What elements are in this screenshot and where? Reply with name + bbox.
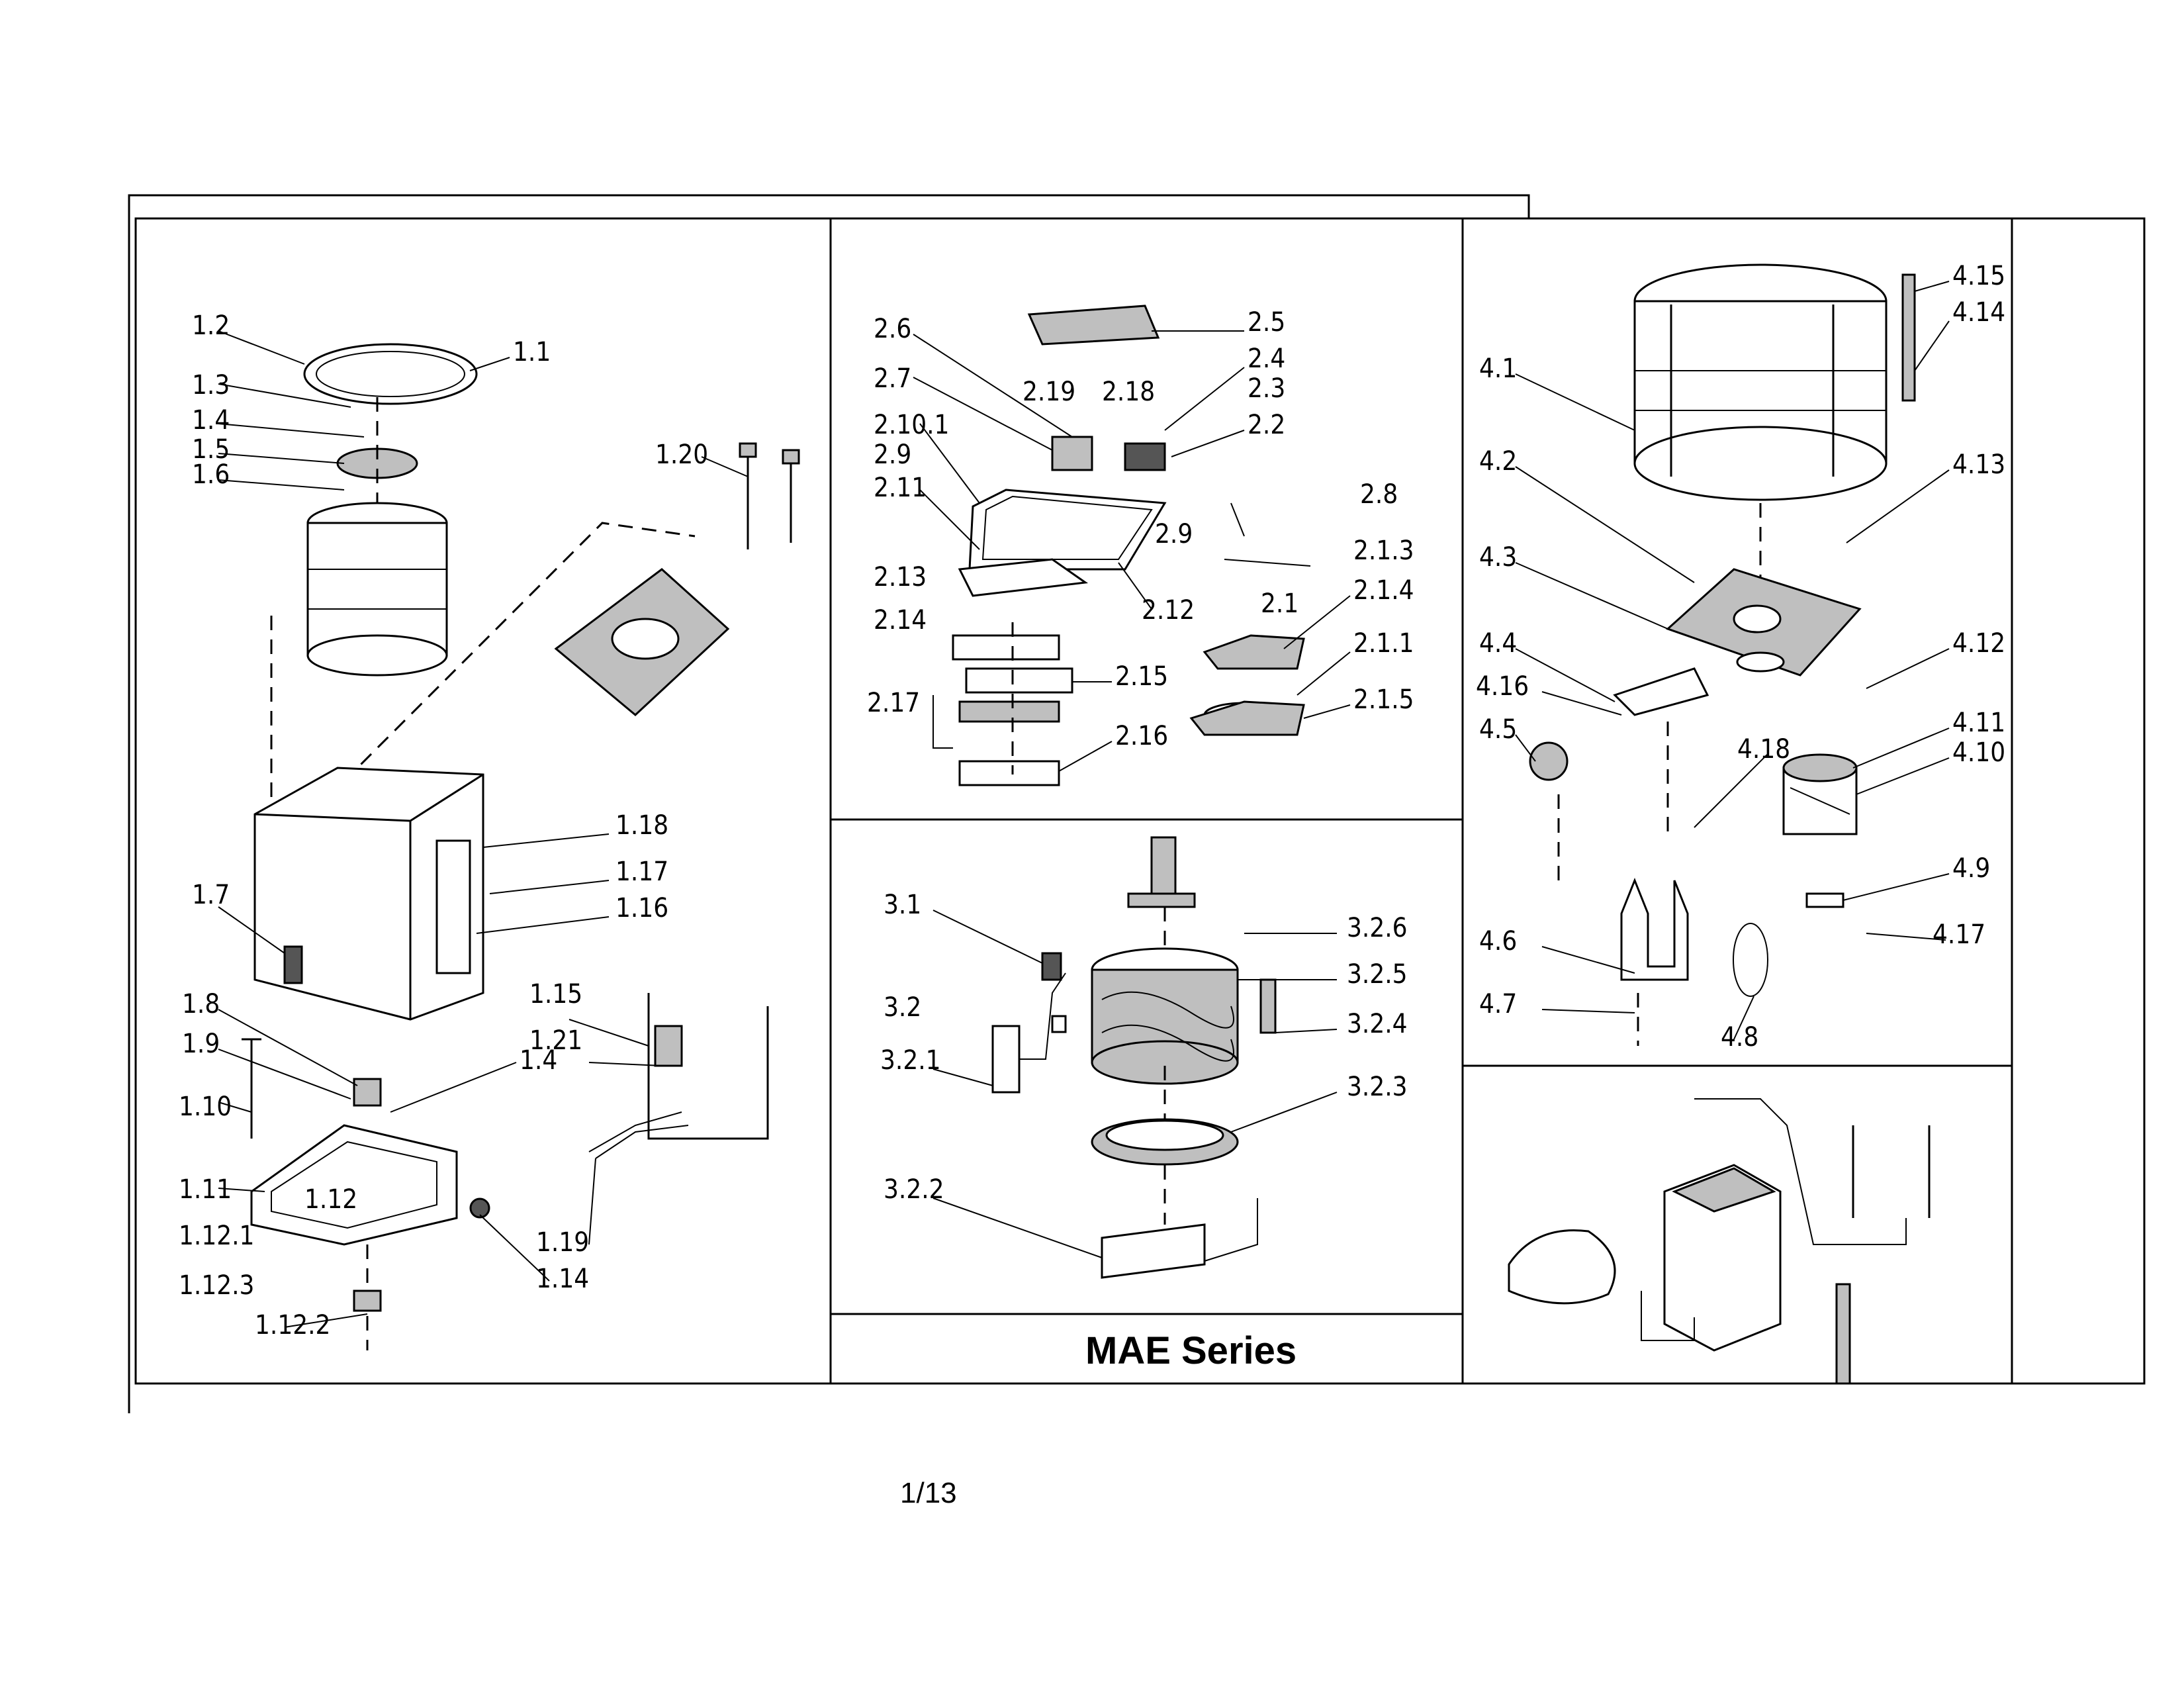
part-label: 1.1 (513, 337, 551, 367)
part-label: 2.10.1 (874, 410, 949, 440)
part-label: 3.2.6 (1347, 913, 1408, 943)
part-label: 1.19 (536, 1227, 589, 1258)
part-label: 3.2.5 (1347, 959, 1408, 990)
tub-basket-panel (991, 836, 1277, 1279)
part-label: 1.4 (192, 405, 230, 436)
part-label: 2.1 (1261, 588, 1298, 619)
part-label: 1.12 (304, 1184, 357, 1215)
part-labels: 1.2 1.1 1.3 1.4 1.5 1.6 1.20 1.18 1.17 1… (179, 261, 2005, 1340)
part-label: 4.12 (1952, 628, 2005, 659)
part-label: 4.11 (1952, 708, 2005, 738)
drive-belt (1733, 923, 1768, 997)
part-label: 2.1.3 (1353, 536, 1414, 566)
part-label: 4.2 (1479, 446, 1517, 477)
part-label: 2.11 (874, 473, 927, 503)
part-label: 2.5 (1248, 307, 1285, 338)
part-label: 4.4 (1479, 628, 1517, 659)
part-label: 4.9 (1952, 853, 1990, 884)
part-label: 1.21 (529, 1025, 582, 1056)
diagram-frame (128, 194, 2146, 1413)
control-panel (933, 305, 1311, 786)
part-label: 1.12.2 (255, 1310, 330, 1340)
inner-tub (306, 502, 448, 677)
part-label: 2.6 (874, 314, 911, 344)
top-console (554, 568, 730, 716)
part-label: 2.15 (1115, 661, 1168, 692)
part-label: 4.1 (1479, 353, 1517, 384)
part-label: 1.18 (615, 810, 668, 841)
part-label: 2.7 (874, 363, 911, 394)
page-number: 1/13 (900, 1477, 957, 1509)
gearbox-plate (1666, 568, 1862, 677)
part-label: 2.4 (1248, 344, 1285, 374)
accessories-panel (1508, 1098, 1931, 1385)
leader-lines (218, 281, 1950, 1328)
part-label: 1.17 (615, 857, 668, 887)
part-label: 4.10 (1952, 737, 2005, 768)
part-label: 4.17 (1933, 919, 1985, 950)
part-label: 1.15 (529, 979, 582, 1009)
part-label: 4.14 (1952, 297, 2005, 328)
part-label: 3.2.1 (880, 1045, 941, 1076)
part-label: 1.6 (192, 459, 230, 490)
part-label: 1.9 (182, 1029, 220, 1059)
part-label: 1.12.1 (179, 1221, 254, 1251)
part-label: 1.3 (192, 370, 230, 400)
base-frame (250, 1124, 490, 1246)
part-label: 1.14 (536, 1264, 589, 1294)
part-label: 1.11 (179, 1174, 232, 1205)
part-label: 4.13 (1952, 449, 2005, 480)
part-label: 2.2 (1248, 410, 1285, 440)
part-label: 3.2.4 (1347, 1009, 1408, 1039)
series-title: MAE Series (1085, 1329, 1297, 1372)
drive-system-panel (1529, 263, 1916, 1046)
part-label: 2.9 (874, 440, 911, 470)
part-label: 1.20 (655, 440, 708, 470)
part-label: 1.16 (615, 893, 668, 923)
part-label: 4.5 (1479, 714, 1517, 745)
drain-pump (1529, 741, 1569, 781)
motor (1782, 753, 1858, 835)
part-label: 1.8 (182, 989, 220, 1019)
wash-basket (1091, 947, 1239, 1085)
part-label: 4.8 (1721, 1022, 1758, 1053)
part-label: 2.19 (1023, 377, 1075, 407)
part-label: 4.6 (1479, 926, 1517, 957)
part-label: 3.2.2 (884, 1174, 944, 1205)
cabinet-body (253, 767, 484, 1021)
part-label: 4.16 (1476, 671, 1529, 702)
part-label: 2.9 (1155, 519, 1193, 549)
part-label: 2.17 (867, 688, 920, 718)
part-label: 4.15 (1952, 261, 2005, 291)
part-label: 3.2.3 (1347, 1072, 1408, 1102)
part-label: 3.1 (884, 890, 921, 920)
part-label: 2.3 (1248, 373, 1285, 404)
part-label: 4.3 (1479, 542, 1517, 573)
part-label: 1.4 (520, 1045, 557, 1076)
part-label: 2.12 (1142, 595, 1195, 626)
part-label: 1.2 (192, 310, 230, 341)
part-label: 2.1.4 (1353, 575, 1414, 606)
cabinet-panel (242, 343, 800, 1350)
part-label: 2.18 (1102, 377, 1155, 407)
part-label: 1.10 (179, 1092, 232, 1122)
part-label: 2.14 (874, 605, 927, 635)
part-label: 4.18 (1737, 734, 1790, 765)
part-label: 2.13 (874, 562, 927, 592)
part-label: 2.1.5 (1353, 684, 1414, 715)
outer-tub (1633, 263, 1888, 501)
part-label: 4.7 (1479, 989, 1517, 1019)
part-label: 2.8 (1360, 479, 1398, 510)
lid-ring (303, 343, 478, 405)
part-label: 1.12.3 (179, 1270, 254, 1301)
part-label: 1.7 (192, 880, 230, 910)
part-label: 2.16 (1115, 721, 1168, 751)
part-label: 1.5 (192, 434, 230, 465)
part-label: 2.1.1 (1353, 628, 1414, 659)
part-label: 3.2 (884, 992, 921, 1023)
